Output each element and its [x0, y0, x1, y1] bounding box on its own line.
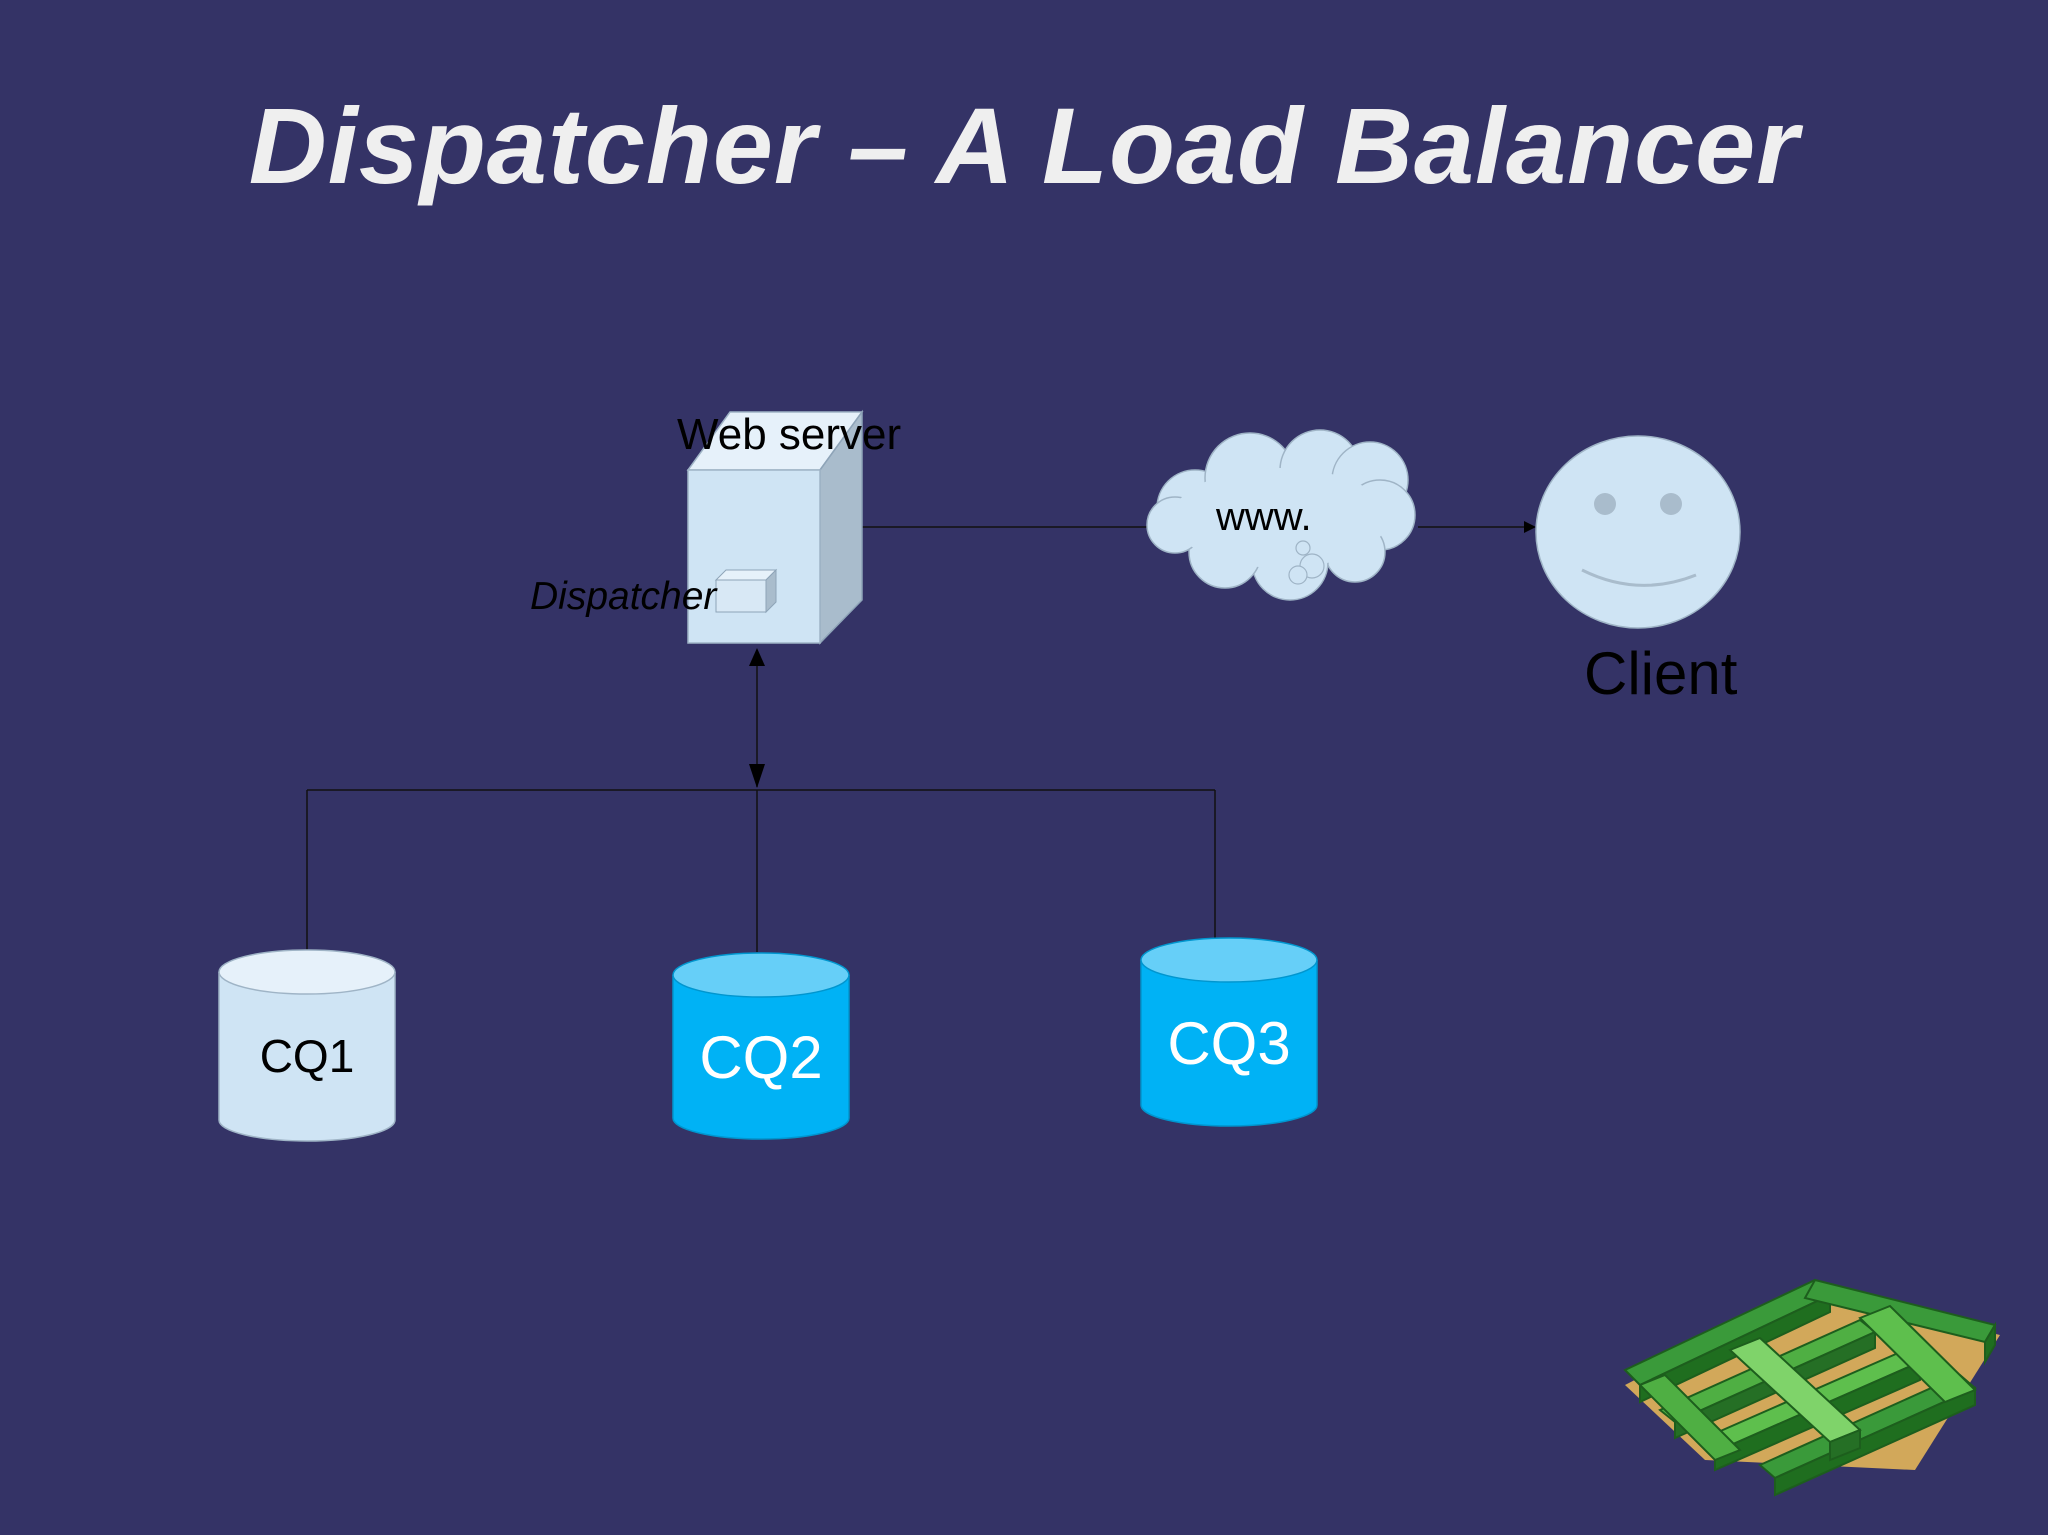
slide-title: Dispatcher – A Load Balancer: [248, 85, 1800, 206]
queue-cq1: [218, 949, 396, 1142]
dispatcher-label: Dispatcher: [530, 575, 718, 618]
queue-cq3: [1140, 937, 1318, 1127]
web-server-label: Web server: [677, 410, 901, 459]
arrowhead-down: [749, 764, 765, 788]
internet-cloud: [1146, 429, 1416, 601]
cq3-label: CQ3: [1167, 1010, 1290, 1077]
queue-cq2: [672, 952, 850, 1140]
maze-logo: [1623, 1278, 2000, 1497]
cq1-label: CQ1: [260, 1030, 355, 1082]
cloud-label: www.: [1215, 495, 1312, 539]
client-face-icon: [1535, 435, 1741, 629]
dispatcher-box: [715, 579, 767, 613]
left-eye: [1594, 493, 1616, 515]
web-server: [686, 409, 864, 645]
cq2-label: CQ2: [699, 1024, 822, 1091]
connector-lines: [306, 521, 1536, 952]
client-label: Client: [1584, 640, 1738, 707]
smile: [1581, 568, 1697, 587]
right-eye: [1660, 493, 1682, 515]
web-server-front: [687, 469, 821, 644]
arrowhead-up: [749, 648, 765, 666]
